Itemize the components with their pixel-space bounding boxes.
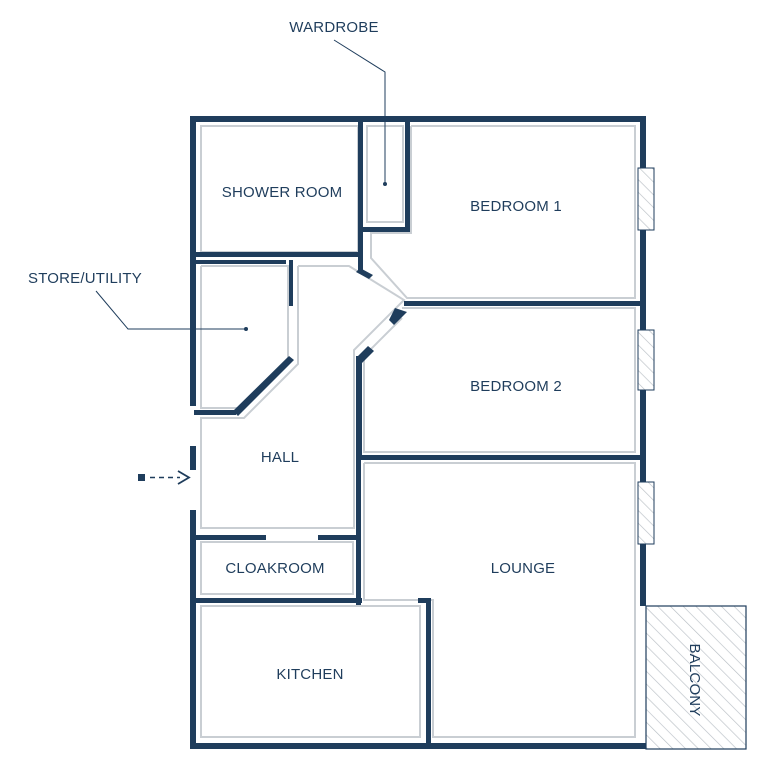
lounge-outline <box>363 462 636 738</box>
store-utility-leader-line <box>95 290 245 330</box>
bedroom-divider-wall <box>404 301 644 306</box>
exterior-wall-right-3 <box>640 390 646 482</box>
shower-room-wall-right <box>358 120 363 256</box>
balcony-area <box>645 605 747 750</box>
cloakroom-top-wall-right <box>318 535 360 540</box>
lounge-label: LOUNGE <box>491 560 556 577</box>
kitchen-outline <box>200 605 421 738</box>
bedroom-1-outline <box>370 125 636 299</box>
bedroom-2-wall-bottom <box>356 455 644 460</box>
wardrobe-wall-right <box>405 120 410 232</box>
cloakroom-outline <box>200 541 354 595</box>
balcony-label: BALCONY <box>686 643 703 716</box>
exterior-wall-left-upper <box>190 116 196 406</box>
bedroom-1-label: BEDROOM 1 <box>470 198 562 215</box>
kitchen-lounge-wall <box>426 598 431 749</box>
bedroom-2-diagonal-stub <box>389 308 407 325</box>
store-utility-leader-dot <box>244 327 248 331</box>
store-utility-callout-label: STORE/UTILITY <box>28 270 142 287</box>
cloakroom-label: CLOAKROOM <box>225 560 324 577</box>
wardrobe-wall-bottom <box>362 227 410 232</box>
exterior-wall-bottom <box>190 743 646 749</box>
store-top-wall-left <box>194 260 286 264</box>
store-bottom-wall <box>194 410 236 415</box>
window-icon <box>637 329 655 391</box>
kitchen-lounge-stub <box>418 598 431 603</box>
exterior-wall-top <box>190 116 646 122</box>
hall-label: HALL <box>261 449 299 466</box>
lounge-wall-left <box>356 455 361 605</box>
exterior-wall-right-1 <box>640 116 646 168</box>
hall-diagonal-stub-top <box>358 256 363 272</box>
bedroom-2-label: BEDROOM 2 <box>470 378 562 395</box>
wardrobe-callout-label: WARDROBE <box>289 19 378 36</box>
hall-outline <box>200 265 406 529</box>
walls <box>190 116 646 749</box>
window-icon <box>637 167 655 231</box>
wardrobe-leader-line <box>333 39 386 183</box>
cloakroom-top-wall-left <box>194 535 266 540</box>
inner-outlines <box>200 125 636 738</box>
store-door-jamb <box>289 260 293 306</box>
kitchen-label: KITCHEN <box>276 666 343 683</box>
exterior-wall-right-2 <box>640 230 646 330</box>
bedroom-2-wall-left <box>356 356 362 460</box>
window-icon <box>637 481 655 545</box>
exterior-wall-left-mid <box>190 446 196 470</box>
store-diagonal-wall <box>233 356 294 416</box>
shower-room-label: SHOWER ROOM <box>222 184 343 201</box>
hall-diagonal-stub <box>356 268 373 279</box>
wardrobe-leader-dot <box>383 182 387 186</box>
kitchen-top-wall <box>194 598 362 603</box>
exterior-wall-right-4 <box>640 544 646 606</box>
entrance-arrow-icon <box>138 470 191 485</box>
windows <box>637 167 655 545</box>
callout-leaders <box>95 39 387 331</box>
exterior-wall-left-lower <box>190 510 196 749</box>
shower-room-wall-bottom <box>194 252 362 257</box>
